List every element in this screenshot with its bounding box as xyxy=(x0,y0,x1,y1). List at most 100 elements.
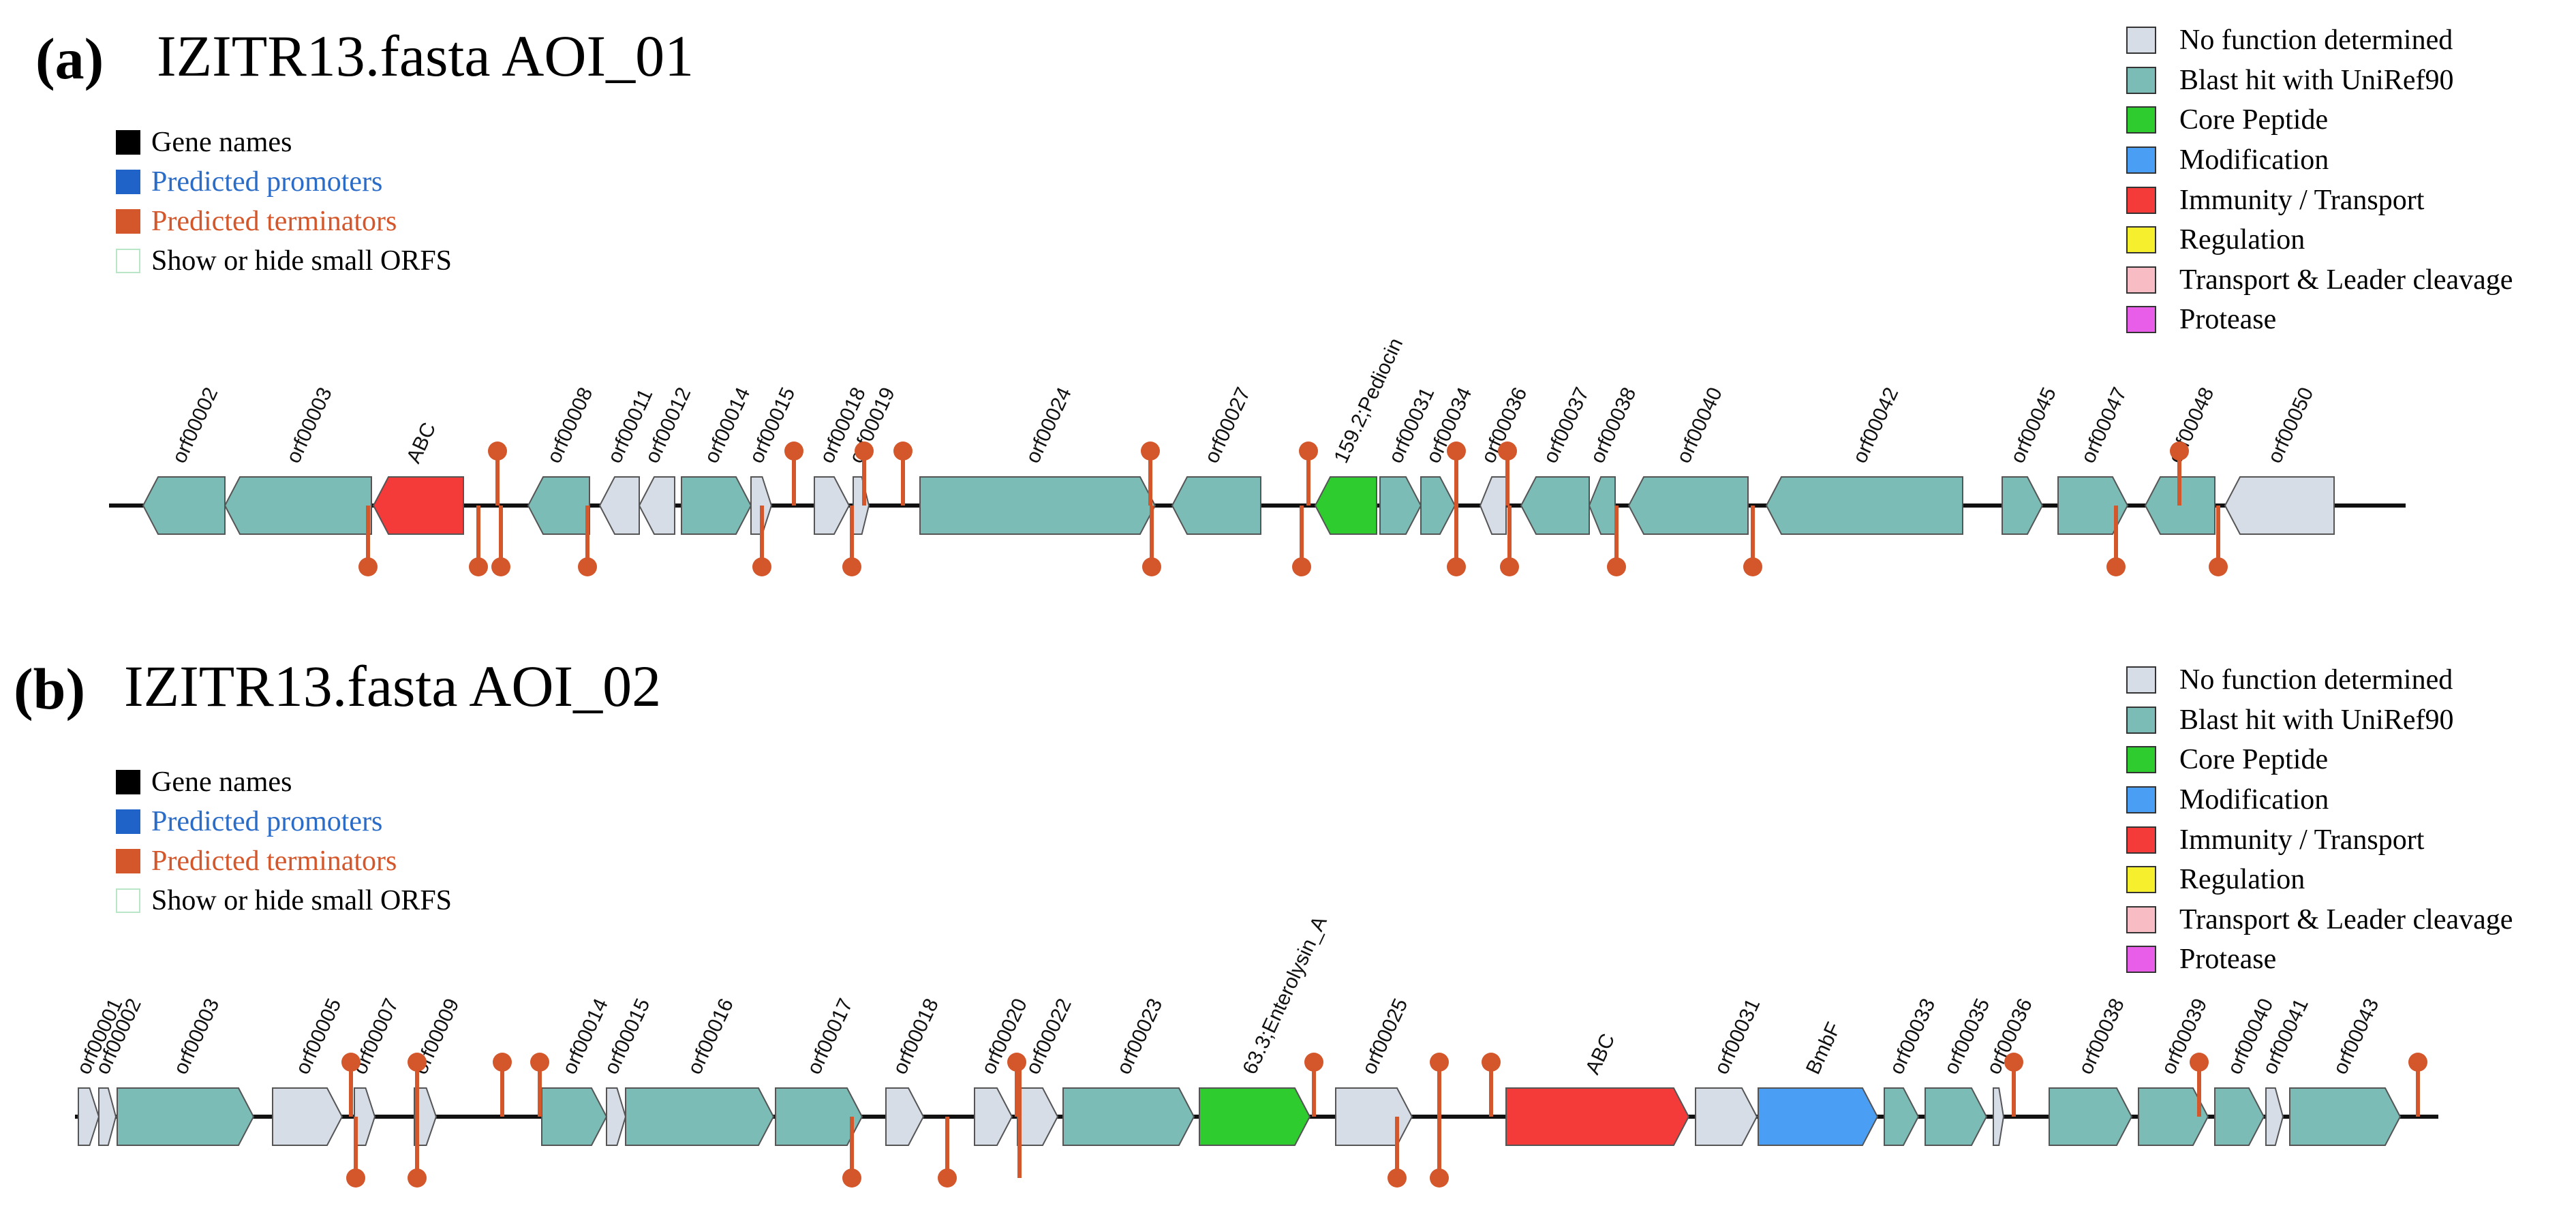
terminator-marker[interactable] xyxy=(2408,1053,2427,1072)
gene-arrow[interactable] xyxy=(1627,476,1749,535)
gene-arrow[interactable] xyxy=(853,476,870,535)
terminator-marker[interactable] xyxy=(1304,1053,1323,1072)
gene-arrow[interactable] xyxy=(541,1087,608,1146)
terminator-marker[interactable] xyxy=(469,557,488,576)
terminator-marker[interactable] xyxy=(893,441,913,461)
gene-arrow[interactable] xyxy=(414,1087,438,1146)
terminator-marker[interactable] xyxy=(1500,557,1519,576)
gene-arrow[interactable] xyxy=(1520,476,1590,535)
terminator-marker[interactable] xyxy=(1447,441,1466,461)
legend-predicted-terminators[interactable]: Predicted terminators xyxy=(116,202,452,241)
gene-arrow[interactable] xyxy=(2289,1087,2402,1146)
gene-arrow[interactable] xyxy=(98,1087,117,1146)
gene-arrow[interactable] xyxy=(1505,1087,1690,1146)
terminator-marker[interactable] xyxy=(1292,557,1311,576)
gene-arrow[interactable] xyxy=(1017,1087,1059,1146)
gene-label: orf00003 xyxy=(282,384,337,467)
terminator-marker[interactable] xyxy=(491,557,510,576)
color-swatch xyxy=(2126,786,2156,814)
terminator-marker[interactable] xyxy=(1607,557,1626,576)
terminator-marker[interactable] xyxy=(855,441,874,461)
legend-gene-names[interactable]: Gene names xyxy=(116,123,452,162)
terminator-marker[interactable] xyxy=(784,441,803,461)
legend-predicted-promoters[interactable]: Predicted promoters xyxy=(116,162,452,202)
terminator-marker[interactable] xyxy=(358,557,378,576)
gene-arrow[interactable] xyxy=(1765,476,1963,535)
terminator-marker[interactable] xyxy=(488,441,507,461)
gene-arrow[interactable] xyxy=(885,1087,925,1146)
gene-arrow[interactable] xyxy=(606,1087,627,1146)
gene-arrow[interactable] xyxy=(142,476,226,535)
gene-arrow[interactable] xyxy=(527,476,590,535)
terminator-marker[interactable] xyxy=(493,1053,512,1072)
gene-arrow[interactable] xyxy=(117,1087,255,1146)
legend-predicted-promoters[interactable]: Predicted promoters xyxy=(116,802,452,841)
terminator-marker[interactable] xyxy=(1482,1053,1501,1072)
terminator-marker[interactable] xyxy=(530,1053,549,1072)
terminator-marker[interactable] xyxy=(842,557,861,576)
gene-arrow[interactable] xyxy=(2224,476,2335,535)
gene-arrow[interactable] xyxy=(1335,1087,1413,1146)
gene-arrow[interactable] xyxy=(2049,1087,2133,1146)
gene-arrow[interactable] xyxy=(638,476,675,535)
gene-arrow[interactable] xyxy=(974,1087,1013,1146)
terminator-marker[interactable] xyxy=(2190,1053,2209,1072)
gene-arrow[interactable] xyxy=(2002,476,2044,535)
terminator-marker[interactable] xyxy=(2106,557,2126,576)
gene-arrow[interactable] xyxy=(1420,476,1456,535)
terminator-marker[interactable] xyxy=(938,1168,957,1188)
color-swatch xyxy=(2126,226,2156,254)
terminator-marker[interactable] xyxy=(346,1168,365,1188)
gene-arrow[interactable] xyxy=(2214,1087,2265,1146)
gene-arrow[interactable] xyxy=(814,476,850,535)
gene-arrow[interactable] xyxy=(1884,1087,1920,1146)
legend-predicted-terminators[interactable]: Predicted terminators xyxy=(116,841,452,881)
terminator-marker[interactable] xyxy=(2209,557,2228,576)
gene-arrow[interactable] xyxy=(224,476,372,535)
terminator-marker[interactable] xyxy=(1141,441,1160,461)
terminator-marker[interactable] xyxy=(1142,557,1161,576)
color-swatch xyxy=(2126,306,2156,334)
gene-arrow[interactable] xyxy=(1925,1087,1988,1146)
checkbox-icon[interactable] xyxy=(116,888,140,913)
legend-small-orfs-toggle[interactable]: Show or hide small ORFS xyxy=(116,881,452,920)
terminator-marker[interactable] xyxy=(842,1168,861,1188)
gene-arrow[interactable] xyxy=(1199,1087,1311,1146)
legend-label: Regulation xyxy=(2179,864,2305,896)
terminator-marker[interactable] xyxy=(2004,1053,2023,1072)
terminator-marker[interactable] xyxy=(1447,557,1466,576)
gene-arrow[interactable] xyxy=(372,476,464,535)
legend-small-orfs-toggle[interactable]: Show or hide small ORFS xyxy=(116,241,452,281)
gene-arrow[interactable] xyxy=(1993,1087,2005,1146)
terminator-marker[interactable] xyxy=(1498,441,1517,461)
gene-arrow[interactable] xyxy=(1695,1087,1758,1146)
terminator-marker[interactable] xyxy=(341,1053,361,1072)
gene-arrow[interactable] xyxy=(775,1087,863,1146)
gene-arrow[interactable] xyxy=(1588,476,1616,535)
terminator-marker[interactable] xyxy=(1743,557,1762,576)
terminator-marker[interactable] xyxy=(1299,441,1318,461)
gene-arrow[interactable] xyxy=(1379,476,1422,535)
gene-arrow[interactable] xyxy=(78,1087,100,1146)
color-swatch xyxy=(2126,186,2156,214)
gene-arrow[interactable] xyxy=(2265,1087,2284,1146)
gene-arrow[interactable] xyxy=(1171,476,1261,535)
terminator-marker[interactable] xyxy=(1007,1053,1026,1072)
gene-arrow[interactable] xyxy=(681,476,752,535)
terminator-marker[interactable] xyxy=(752,557,771,576)
gene-arrow[interactable] xyxy=(1479,476,1507,535)
terminator-marker[interactable] xyxy=(578,557,597,576)
gene-arrow[interactable] xyxy=(1758,1087,1879,1146)
gene-arrow[interactable] xyxy=(272,1087,343,1146)
gene-arrow[interactable] xyxy=(919,476,1156,535)
legend-gene-names[interactable]: Gene names xyxy=(116,762,452,802)
gene-arrow[interactable] xyxy=(2138,1087,2209,1146)
gene-arrow[interactable] xyxy=(598,476,640,535)
gene-arrow[interactable] xyxy=(1314,476,1377,535)
gene-arrow[interactable] xyxy=(625,1087,775,1146)
terminator-marker[interactable] xyxy=(2170,441,2189,461)
gene-arrow[interactable] xyxy=(2057,476,2129,535)
checkbox-icon[interactable] xyxy=(116,249,140,273)
terminator-marker[interactable] xyxy=(1387,1168,1407,1188)
gene-arrow[interactable] xyxy=(1062,1087,1195,1146)
